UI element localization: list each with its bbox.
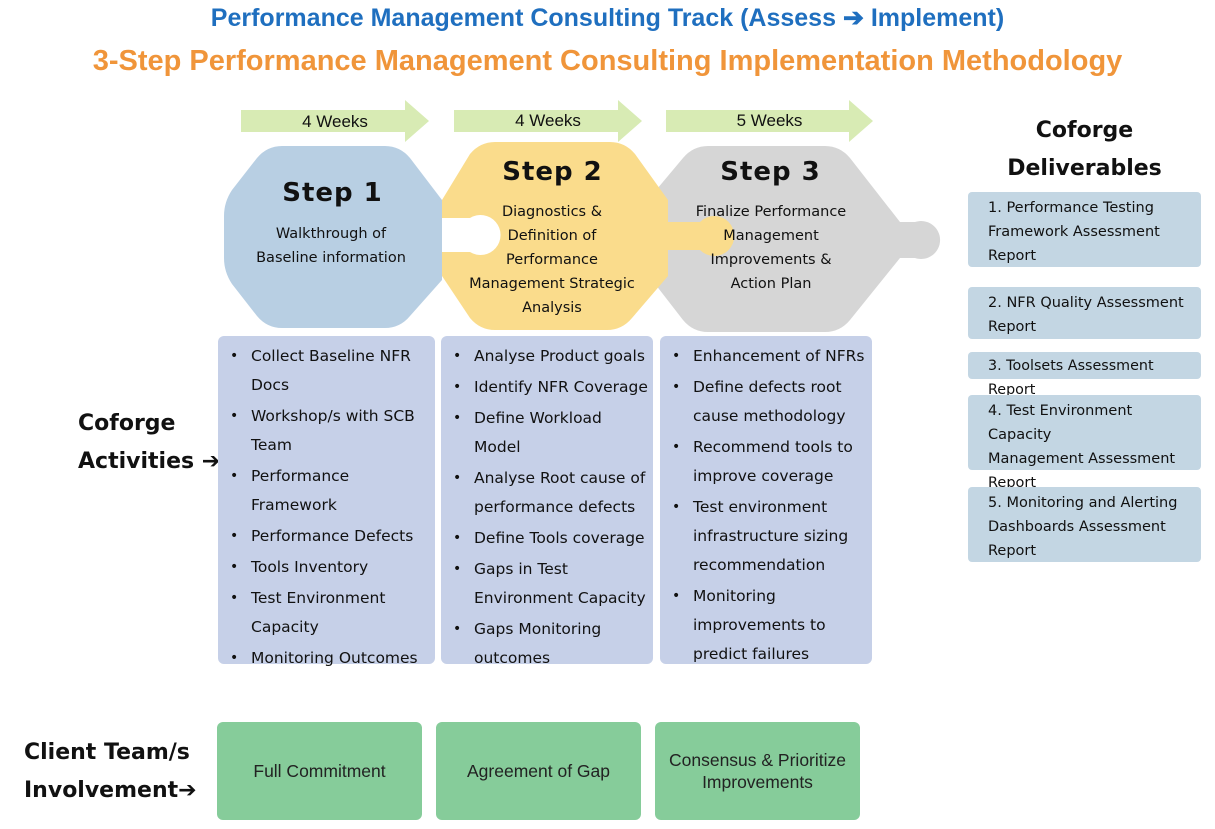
deliverable-line: 2. NFR Quality Assessment xyxy=(988,295,1184,311)
deliverable-line: 1. Performance Testing xyxy=(988,200,1154,216)
client-label-line: Client Team/s xyxy=(24,740,190,765)
activity-item: Collect Baseline NFR Docs xyxy=(226,342,431,400)
duration-arrow-1: 4 Weeks xyxy=(241,100,429,142)
activity-item: Gaps in Test Environment Capacity xyxy=(449,555,649,613)
activities-label-line: Activities ➔ xyxy=(78,449,221,474)
activity-item: Test environment infrastructure sizing r… xyxy=(668,493,868,580)
activity-item: Monitoring improvements to predict failu… xyxy=(668,582,868,669)
client-label-line: Involvement➔ xyxy=(24,778,197,803)
activities-panel-step2: Analyse Product goals Identify NFR Cover… xyxy=(441,336,653,667)
step3-title: Step 3 xyxy=(720,157,821,187)
step3-desc-line: Finalize Performance xyxy=(695,204,847,220)
activity-item: Recommend tools to improve coverage xyxy=(668,433,868,491)
activity-item: Workshop/s with SCB Team xyxy=(226,402,431,460)
step-puzzle-graphic xyxy=(224,142,941,332)
step2-hexagon xyxy=(442,142,735,330)
deliverable-line: 3. Toolsets Assessment Report xyxy=(988,358,1154,398)
activity-item: Identify NFR Coverage xyxy=(449,373,649,402)
deliverable-item: 2. NFR Quality Assessment Report xyxy=(968,287,1201,339)
step1-desc-line: Walkthrough of xyxy=(275,226,387,242)
activity-item: Performance Framework xyxy=(226,462,431,520)
deliverable-item: 4. Test Environment Capacity Management … xyxy=(968,395,1201,491)
deliverable-line: 5. Monitoring and Alerting xyxy=(988,495,1178,511)
activity-item: Define Workload Model xyxy=(449,404,649,462)
deliverables-title-line: Coforge xyxy=(1035,118,1134,143)
step1-desc-line: Baseline information xyxy=(256,250,406,266)
client-involvement-label: Client Team/s Involvement➔ xyxy=(24,734,197,810)
duration-label-3: 5 Weeks xyxy=(736,111,803,130)
deliverable-item: 1. Performance Testing Framework Assessm… xyxy=(968,192,1201,267)
client-box-consensus: Consensus & Prioritize Improvements xyxy=(655,722,860,820)
activities-panel-step3: Enhancement of NFRs Define defects root … xyxy=(660,336,872,664)
step2-title: Step 2 xyxy=(502,157,603,187)
step2-desc-line: Analysis xyxy=(522,300,582,316)
step1-title: Step 1 xyxy=(282,178,383,208)
step3-description: Finalize Performance Management Improvem… xyxy=(671,200,871,296)
activities-panel-step1: Collect Baseline NFR Docs Workshop/s wit… xyxy=(218,336,435,673)
activity-item: Tools Inventory xyxy=(226,553,431,582)
deliverable-line: Report xyxy=(988,248,1037,264)
step2-desc-line: Definition of xyxy=(507,228,597,244)
deliverable-item: 5. Monitoring and Alerting Dashboards As… xyxy=(968,487,1201,562)
activities-label: Coforge Activities ➔ xyxy=(78,405,220,481)
deliverable-line: Report xyxy=(988,319,1037,335)
duration-label-1: 4 Weeks xyxy=(302,112,368,131)
activity-item: Gaps Monitoring outcomes xyxy=(449,615,649,673)
deliverable-line: Report xyxy=(988,543,1037,559)
main-title: Performance Management Consulting Track … xyxy=(210,4,1005,32)
activity-item: Test Environment Capacity xyxy=(226,584,431,642)
deliverable-line: 4. Test Environment Capacity xyxy=(988,403,1133,443)
deliverable-item: 3. Toolsets Assessment Report xyxy=(968,352,1201,398)
duration-arrow-3: 5 Weeks xyxy=(666,100,873,142)
step2-desc-line: Diagnostics & xyxy=(501,204,603,220)
step2-desc-line: Management Strategic xyxy=(469,276,635,292)
methodology-subtitle: 3-Step Performance Management Consulting… xyxy=(92,45,1123,77)
activity-item: Define defects root cause methodology xyxy=(668,373,868,431)
client-box-full-commitment: Full Commitment xyxy=(217,722,422,820)
step3-desc-line: Action Plan xyxy=(730,276,812,292)
deliverable-line: Framework Assessment xyxy=(988,224,1160,240)
deliverable-line: Dashboards Assessment xyxy=(988,519,1166,535)
deliverables-title: Coforge Deliverables xyxy=(968,112,1201,188)
step1-hexagon xyxy=(224,146,442,328)
deliverable-line: Management Assessment xyxy=(988,451,1176,467)
activity-item: Enhancement of NFRs xyxy=(668,342,868,371)
step3-desc-line: Management xyxy=(723,228,819,244)
activity-item: Define Tools coverage xyxy=(449,524,649,553)
step2-description: Diagnostics & Definition of Performance … xyxy=(452,200,652,320)
activity-item: Monitoring Outcomes xyxy=(226,644,431,673)
activities-label-line: Coforge xyxy=(78,411,176,436)
duration-label-2: 4 Weeks xyxy=(515,111,581,130)
activity-item: Performance Defects xyxy=(226,522,431,551)
client-box-agreement-of-gap: Agreement of Gap xyxy=(436,722,641,820)
step2-desc-line: Performance xyxy=(506,252,598,268)
activity-item: Analyse Root cause of performance defect… xyxy=(449,464,649,522)
deliverables-title-line: Deliverables xyxy=(1007,156,1162,181)
step3-desc-line: Improvements & xyxy=(710,252,832,268)
step3-hexagon xyxy=(652,146,941,332)
duration-arrow-2: 4 Weeks xyxy=(454,100,642,142)
step1-description: Walkthrough of Baseline information xyxy=(236,222,426,270)
activity-item: Analyse Product goals xyxy=(449,342,649,371)
